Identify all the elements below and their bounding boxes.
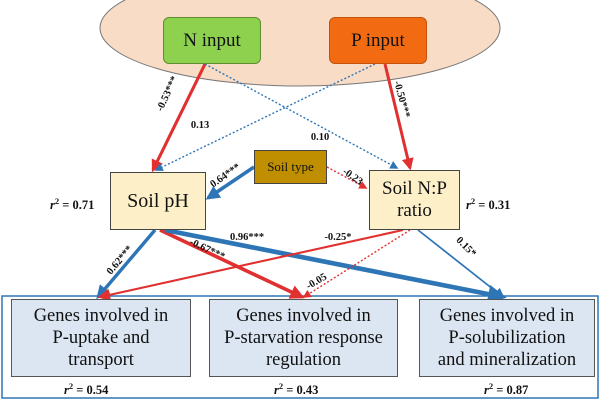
r-exponent: 2 <box>278 381 284 391</box>
r-exponent: 2 <box>488 381 494 391</box>
r-squared-soil-ph: r2 = 0.71 <box>50 196 94 213</box>
soil-type-box: Soil type <box>254 150 327 184</box>
r-squared-genes-solubilization: r2 = 0.87 <box>484 381 528 398</box>
soil-np-label-line2: ratio <box>397 200 432 221</box>
r-squared-value: = 0.87 <box>496 383 529 398</box>
r-squared-value: = 0.31 <box>478 198 511 213</box>
path-arrow-ph-to-starvation <box>159 228 305 299</box>
r-squared-value: = 0.43 <box>286 383 319 398</box>
path-arrow-np-to-starvation <box>302 229 411 298</box>
r-symbol: r <box>64 383 69 398</box>
r-squared-value: = 0.71 <box>62 198 95 213</box>
path-coefficient-np-to-starvation: -0.05 <box>305 272 329 292</box>
r-exponent: 2 <box>68 381 74 391</box>
path-coefficient-n-to-np: 0.10 <box>311 132 329 143</box>
treatment-ellipse <box>99 0 501 87</box>
path-arrow-ph-to-uptake <box>96 228 157 300</box>
path-arrow-p-to-ph <box>154 63 376 171</box>
path-coefficient-n-to-ph: -0.53*** <box>155 75 181 114</box>
path-coefficient-type-to-np: -0.23 <box>340 166 364 188</box>
soil-ph-label: Soil pH <box>127 189 189 212</box>
path-coefficient-p-to-ph: 0.13 <box>191 120 209 131</box>
path-arrow-type-to-np <box>326 166 368 189</box>
genes-uptake-label-line1: Genes involved in <box>33 305 169 326</box>
genes-solubilization-label-line3: and mineralization <box>437 350 577 371</box>
genes-uptake-label-line2: P-uptake and <box>52 327 150 348</box>
r-symbol: r <box>484 383 489 398</box>
path-arrow-n-to-np <box>204 63 399 169</box>
r-squared-value: = 0.54 <box>76 383 109 398</box>
n-input-box: N input <box>163 17 261 64</box>
path-arrow-ph-to-solubilization <box>164 227 507 304</box>
path-arrow-p-to-np <box>383 63 414 171</box>
genes-uptake-box: Genes involved in P-uptake and transport <box>11 299 191 377</box>
n-input-label: N input <box>183 29 241 51</box>
soil-np-label-line1: Soil N:P <box>382 178 447 200</box>
genes-solubilization-box: Genes involved in P-solubilization and m… <box>419 299 595 377</box>
p-input-box: P input <box>329 17 427 64</box>
path-arrow-np-to-solubilization <box>417 229 505 299</box>
path-coefficient-np-to-uptake: -0.25* <box>324 232 351 243</box>
r-exponent: 2 <box>54 196 60 206</box>
r-symbol: r <box>274 383 279 398</box>
r-symbol: r <box>50 198 55 213</box>
r-symbol: r <box>466 198 471 213</box>
genes-starvation-label-line3: regulation <box>265 350 341 371</box>
r-exponent: 2 <box>470 196 476 206</box>
genes-uptake-label-line3: transport <box>68 350 134 371</box>
path-arrow-type-to-ph <box>205 165 255 200</box>
p-input-label: P input <box>351 29 405 51</box>
path-arrow-n-to-ph <box>151 63 207 173</box>
genes-starvation-label-line1: Genes involved in <box>236 305 371 326</box>
genes-starvation-box: Genes involved in P-starvation response … <box>209 299 398 377</box>
soil-type-label: Soil type <box>267 159 314 174</box>
soil-ph-box: Soil pH <box>110 172 206 230</box>
r-squared-genes-starvation: r2 = 0.43 <box>274 381 318 398</box>
path-arrow-np-to-uptake <box>97 228 404 301</box>
genes-solubilization-label-line1: Genes involved in <box>439 305 575 326</box>
path-coefficient-np-to-solubilization: 0.15* <box>454 235 478 259</box>
path-coefficient-ph-to-solubilization: 0.96*** <box>230 232 264 243</box>
genes-solubilization-label-line2: P-solubilization <box>448 327 566 348</box>
soil-np-box: Soil N:P ratio <box>369 170 460 230</box>
genes-starvation-label-line2: P-starvation response <box>224 327 383 348</box>
r-squared-soil-np: r2 = 0.31 <box>466 196 510 213</box>
r-squared-genes-uptake: r2 = 0.54 <box>64 381 108 398</box>
